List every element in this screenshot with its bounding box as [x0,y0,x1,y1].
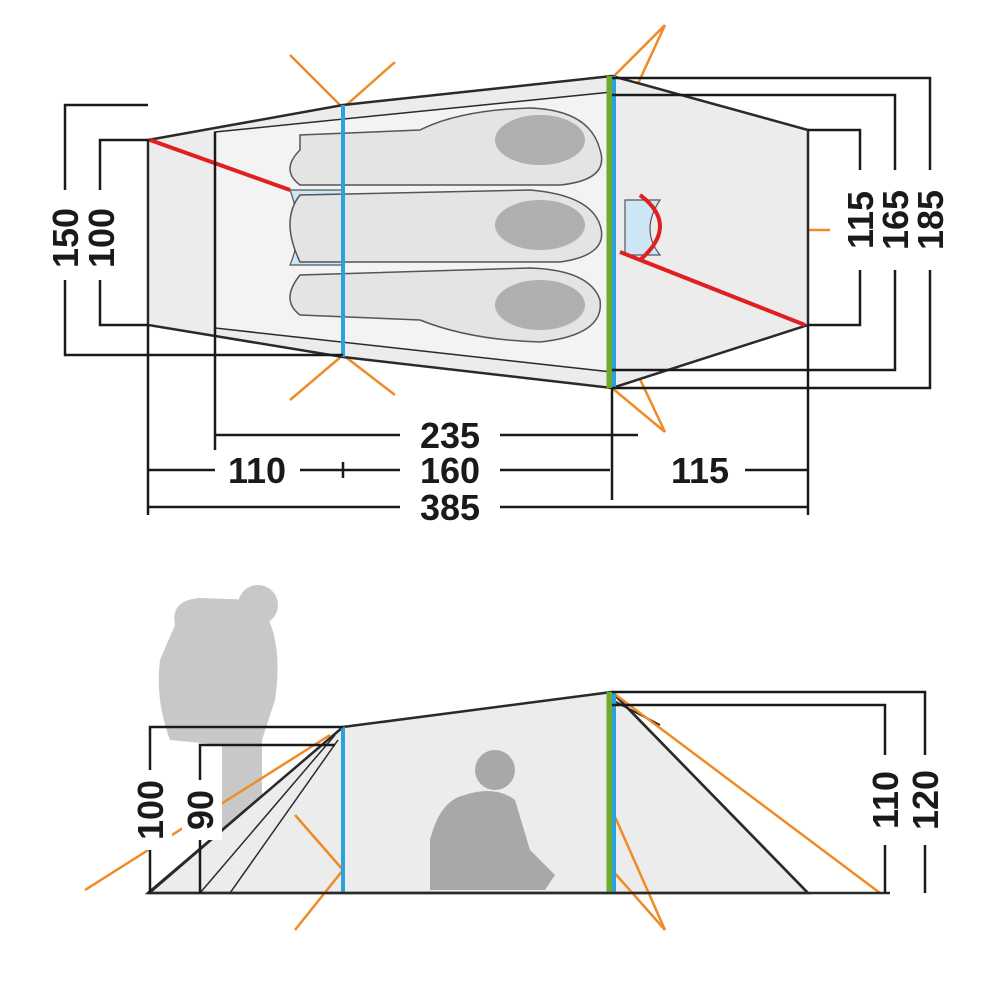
top-dimension-lines [63,76,932,515]
rear-ridge [619,250,806,327]
dim-front-vestibule: 110 [228,450,286,491]
sleeping-bags [289,107,603,343]
dim-rear-outer: 185 [910,190,951,250]
guy-lines-side [84,691,881,931]
dim-front-inner-height: 90 [180,790,221,830]
dim-width-inner: 100 [81,208,122,268]
side-view: 100 90 110 120 [84,585,946,931]
rear-arc [638,193,662,262]
dim-rear-vestibule: 115 [671,450,729,491]
seated-person-silhouette [430,750,555,890]
dim-rear-mid: 165 [875,190,916,250]
dim-rear-inner: 115 [840,191,881,249]
dim-rear-inner-height: 110 [865,771,906,829]
front-ridge [149,138,291,192]
dim-middle: 160 [420,450,480,491]
dim-rear-outer-height: 120 [905,770,946,830]
dim-total-length: 385 [420,487,480,528]
dim-width-outer: 150 [45,208,86,268]
dim-inner-length: 235 [420,415,480,456]
dim-front-outer-height: 100 [130,780,171,840]
top-view: 150 100 115 165 185 235 110 160 115 385 [44,24,951,528]
